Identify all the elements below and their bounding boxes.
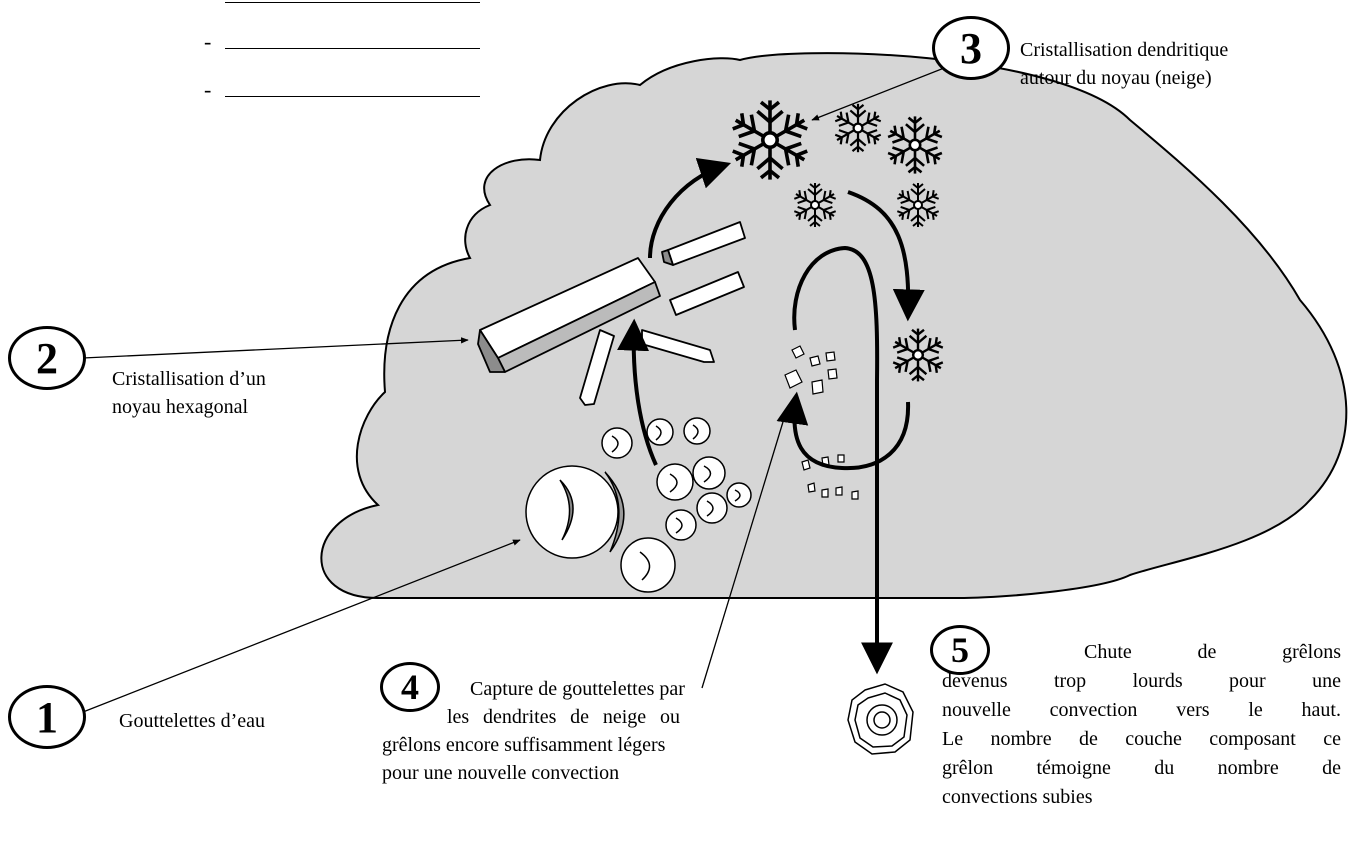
answer-blank-3 [225,96,480,97]
small-hailstones [784,345,859,500]
step-3-line-1: Cristallisation dendritique [1020,39,1229,61]
step-3-label: Cristallisation dendritique autour du no… [1020,36,1228,92]
step-5-number: 5 [951,630,969,670]
step-3-badge: 3 [932,16,1010,80]
step-5-label: Chute de grêlons devenus trop lourds pou… [942,638,1341,812]
step-1-number: 1 [36,692,58,742]
step-5-line-5: grêlon témoigne du nombre de [942,757,1341,779]
dash-1: - [204,29,212,54]
step-2-line-1: Cristallisation d’un [112,368,266,390]
step-3-line-2: autour du noyau (neige) [1020,67,1212,89]
step-4-number: 4 [401,667,419,707]
step-4-line-2: les dendrites de neige ou [447,706,680,728]
step-4-line-1: Capture de gouttelettes par [470,678,685,700]
step-5-line-1: Chute de grêlons [1084,641,1341,663]
step-5-line-6: convections subies [942,786,1093,808]
step-5-line-3: nouvelle convection vers le haut. [942,699,1341,721]
convection-arrows [617,157,925,675]
step-2-line-2: noyau hexagonal [112,396,249,418]
cloud-shape [320,52,1348,599]
step-5-badge: 5 [930,625,990,675]
step-5-line-4: Le nombre de couche composant ce [942,728,1341,750]
step-4-label: Capture de gouttelettes par les dendrite… [382,675,702,787]
step-2-badge: 2 [8,326,86,390]
water-droplets [525,417,752,593]
layered-hailstone [847,683,914,755]
step-5-line-2: devenus trop lourds pour une [942,670,1341,692]
answer-blank-1 [225,2,480,3]
hexagonal-crystals [477,221,746,406]
step-1-badge: 1 [8,685,86,749]
step-2-number: 2 [36,333,58,383]
dash-2: - [204,77,212,102]
step-2-label: Cristallisation d’un noyau hexagonal [112,365,266,421]
step-4-badge: 4 [380,662,440,712]
step-1-label: Gouttelettes d’eau [119,710,266,732]
answer-blank-2 [225,48,480,49]
step-4-line-3: grêlons encore suffisamment légers [382,734,666,756]
step-3-number: 3 [960,23,982,73]
step-4-line-4: pour une nouvelle convection [382,762,620,784]
